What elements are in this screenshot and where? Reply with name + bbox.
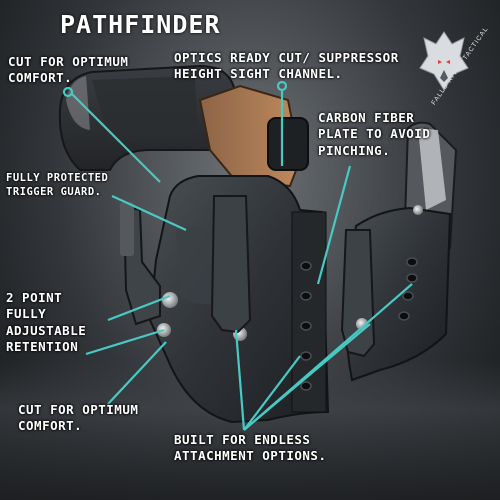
mag-clip xyxy=(340,229,376,358)
callout-cut-top: CUT FOR OPTIMUM COMFORT. xyxy=(8,54,129,86)
callout-optics: OPTICS READY CUT/ SUPPRESSOR HEIGHT SIGH… xyxy=(174,50,399,82)
grip-texture xyxy=(92,76,198,142)
callout-attachment: BUILT FOR ENDLESS ATTACHMENT OPTIONS. xyxy=(174,432,327,464)
brand-logo: FALLS RIVER TACTICAL xyxy=(418,26,490,120)
callout-trigger: FULLY PROTECTED TRIGGER GUARD. xyxy=(6,172,109,198)
callout-retention: 2 POINT FULLY ADJUSTABLE RETENTION xyxy=(6,290,87,354)
belt-clip xyxy=(210,195,252,334)
red-dot-optic xyxy=(267,117,309,171)
callout-carbon: CARBON FIBER PLATE TO AVOID PINCHING. xyxy=(318,110,431,158)
product-title: PATHFINDER xyxy=(60,10,221,39)
callout-cut-bottom: CUT FOR OPTIMUM COMFORT. xyxy=(18,402,139,434)
mag-carrier xyxy=(340,121,458,382)
callout-pointers xyxy=(62,80,413,431)
wolf-head-icon xyxy=(419,31,469,91)
